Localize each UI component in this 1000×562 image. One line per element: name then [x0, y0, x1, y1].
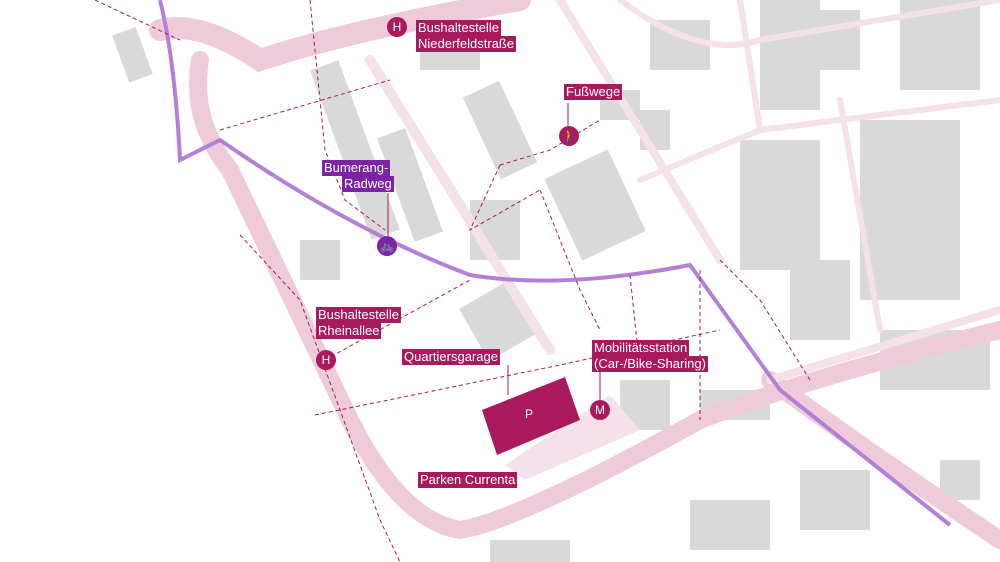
leader-lines [387, 103, 601, 400]
label-line: Bushaltestelle [316, 307, 401, 323]
bus-stop-rheinallee-pin[interactable]: H [316, 350, 336, 370]
label-bus-rheinallee: Bushaltestelle Rheinallee [316, 307, 403, 339]
label-line: Mobilitätsstation [592, 340, 690, 356]
bumerang-route [158, 0, 952, 527]
label-line: Parken Currenta [418, 472, 518, 488]
label-line: Bushaltestelle [416, 20, 501, 36]
label-line: (Car-/Bike-Sharing) [592, 356, 708, 372]
bicycle-icon[interactable]: 🚲 [377, 236, 397, 256]
label-line: Bumerang- [322, 160, 391, 176]
label-quartiersgarage: Quartiersgarage [402, 349, 502, 365]
label-line: Radweg [342, 176, 394, 192]
bus-stop-niederfeld-pin[interactable]: H [387, 17, 407, 37]
label-mobilitaetsstation: Mobilitätsstation (Car-/Bike-Sharing) [592, 340, 710, 372]
label-line: Quartiersgarage [402, 349, 500, 365]
roads [149, 0, 1000, 549]
label-bus-niederfeld: Bushaltestelle Niederfeldstraße [416, 20, 518, 52]
garage-p-symbol: P [525, 407, 534, 421]
label-line: Rheinallee [316, 323, 382, 339]
label-line: Fußwege [564, 84, 623, 100]
label-fusswege: Fußwege [564, 84, 624, 100]
label-bumerang-radweg: Bumerang- Radweg [322, 160, 396, 192]
pedestrian-icon[interactable]: 🚶 [559, 126, 579, 146]
quartiersgarage-building [482, 377, 580, 455]
label-line: Niederfeldstraße [416, 36, 517, 52]
mobility-station-pin[interactable]: M [590, 400, 610, 420]
label-parken-currenta: Parken Currenta [418, 472, 519, 488]
